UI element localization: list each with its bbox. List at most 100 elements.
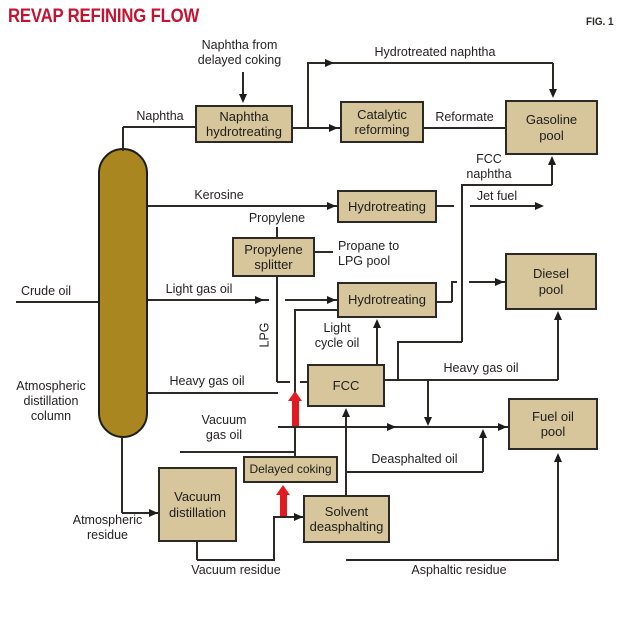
arrow-hgo-joins-bus bbox=[423, 417, 432, 426]
line-vacuum-gas-oil bbox=[180, 451, 296, 453]
unit-catalytic-reforming: Catalytic reforming bbox=[340, 101, 424, 143]
unit-hydrotreating-gas-oil: Hydrotreating bbox=[337, 282, 437, 318]
label-jet-fuel: Jet fuel bbox=[476, 189, 518, 203]
line-atmospheric-residue bbox=[121, 437, 123, 513]
line-hdt2-to-diesel bbox=[451, 281, 453, 302]
line-light-gas-oil bbox=[148, 299, 269, 301]
line-hgo-to-diesel bbox=[557, 319, 559, 380]
line-atmospheric-residue bbox=[122, 512, 158, 514]
unit-gasoline-pool: Gasoline pool bbox=[505, 100, 598, 155]
line-crude-oil bbox=[16, 301, 98, 303]
line-coker-to-hdt2 bbox=[295, 309, 337, 311]
line-naphtha bbox=[123, 126, 195, 128]
line-propane bbox=[315, 251, 333, 253]
arrow-hydrotreated-naphtha bbox=[325, 58, 334, 67]
line-asphaltic-residue bbox=[557, 461, 559, 560]
line-fcc-feed bbox=[345, 416, 347, 427]
line-vacuum-residue bbox=[197, 559, 275, 561]
label-reformate: Reformate bbox=[435, 110, 494, 124]
line-fcc-naphtha bbox=[397, 341, 399, 380]
arrow-light-gas-oil-mid bbox=[255, 295, 264, 304]
unit-fuel-oil-pool: Fuel oil pool bbox=[508, 398, 598, 450]
arrow-into-diesel-left bbox=[495, 277, 504, 286]
line-propylene bbox=[276, 227, 278, 237]
unit-diesel-pool: Diesel pool bbox=[505, 253, 597, 310]
label-light-gas-oil: Light gas oil bbox=[165, 282, 233, 296]
label-naphtha: Naphtha bbox=[136, 109, 184, 123]
line-hydrotreated-naphtha bbox=[552, 63, 554, 90]
line-reformate bbox=[424, 127, 505, 129]
line-kerosine bbox=[148, 205, 337, 207]
unit-fcc: FCC bbox=[307, 364, 385, 407]
label-naphtha-from-delayed-coking: Naphtha from delayed coking bbox=[197, 38, 282, 67]
line-fcc-naphtha bbox=[551, 164, 553, 185]
label-deasphalted-oil: Deasphalted oil bbox=[371, 452, 458, 466]
label-atmospheric-column: Atmospheric distillation column bbox=[16, 379, 86, 423]
hot-stream-arrow-fcc bbox=[288, 391, 302, 401]
arrow-into-fcc-bottom bbox=[341, 408, 350, 417]
arrow-light-cycle-oil bbox=[372, 319, 381, 328]
line-deasphalted-to-fcc bbox=[345, 426, 347, 495]
arrow-into-naphtha-hydrotreater bbox=[238, 94, 247, 103]
label-fcc-naphtha: FCC naphtha bbox=[466, 152, 512, 181]
line-hydrotreated-naphtha bbox=[307, 62, 309, 128]
arrow-bus-mid bbox=[387, 422, 396, 431]
line-heavy-gas-oil-fcc bbox=[385, 379, 558, 381]
line-coker-naphtha-feed bbox=[242, 72, 244, 96]
unit-vacuum-distillation: Vacuum distillation bbox=[158, 467, 237, 542]
line-fcc-naphtha bbox=[398, 341, 462, 343]
line-heavy-gas-oil-atm bbox=[148, 392, 278, 394]
label-hydrotreated-naphtha: Hydrotreated naphtha bbox=[374, 45, 496, 59]
line-hdt2-out bbox=[437, 301, 452, 303]
label-heavy-gas-oil-fcc: Heavy gas oil bbox=[443, 361, 519, 375]
line-hdt2-to-diesel bbox=[452, 281, 457, 283]
line-naphtha-to-reformer bbox=[293, 127, 340, 129]
line-naphtha bbox=[122, 127, 124, 151]
arrow-into-diesel-bottom bbox=[553, 311, 562, 320]
arrow-into-solvent-deasphalting bbox=[294, 512, 303, 521]
arrow-into-hydrotreater2 bbox=[327, 295, 336, 304]
line-hydrotreated-naphtha bbox=[308, 62, 553, 64]
unit-delayed-coking: Delayed coking bbox=[243, 456, 338, 483]
line-jet-fuel bbox=[437, 205, 454, 207]
line-lpg bbox=[277, 381, 290, 383]
line-fcc-naphtha bbox=[461, 184, 463, 342]
arrow-deasphalted-joins-bus bbox=[478, 429, 487, 438]
label-kerosine: Kerosine bbox=[194, 188, 244, 202]
label-vacuum-gas-oil: Vacuum gas oil bbox=[201, 413, 247, 442]
label-crude-oil: Crude oil bbox=[20, 284, 72, 298]
unit-hydrotreating-kerosine: Hydrotreating bbox=[337, 190, 437, 223]
label-atmospheric-residue: Atmospheric residue bbox=[72, 513, 143, 542]
line-lpg bbox=[300, 381, 307, 383]
label-propane-to-lpg-pool: Propane to LPG pool bbox=[338, 239, 400, 268]
line-jet-fuel bbox=[470, 205, 536, 207]
arrow-kerosine bbox=[327, 201, 336, 210]
arrow-into-gasoline-top bbox=[548, 89, 557, 98]
hot-stream-arrow-coker bbox=[279, 494, 287, 516]
line-light-gas-oil bbox=[285, 299, 337, 301]
label-propylene: Propylene bbox=[248, 211, 306, 225]
page-title: REVAP REFINING FLOW bbox=[8, 6, 200, 27]
unit-propylene-splitter: Propylene splitter bbox=[232, 237, 315, 277]
hot-stream-arrow-fcc bbox=[291, 400, 299, 426]
atmospheric-column-vessel bbox=[98, 148, 148, 438]
line-vacuum-residue bbox=[273, 516, 275, 560]
unit-solvent-deasphalting: Solvent deasphalting bbox=[303, 495, 390, 543]
arrow-into-fuel-oil-bottom bbox=[553, 453, 562, 462]
arrow-into-fuel-oil-left bbox=[498, 422, 507, 431]
arrow-into-vacuum-distillation bbox=[149, 508, 158, 517]
line-deasphalted-oil bbox=[482, 437, 484, 472]
line-vacuum-residue bbox=[274, 516, 303, 518]
line-lpg bbox=[276, 277, 278, 382]
unit-naphtha-hydrotreating: Naphtha hydrotreating bbox=[195, 105, 293, 143]
line-hgo-branch bbox=[427, 379, 429, 418]
line-hdt2-to-diesel bbox=[469, 281, 505, 283]
line-coker-to-hdt2 bbox=[294, 309, 296, 456]
label-vacuum-residue: Vacuum residue bbox=[191, 563, 281, 577]
line-fcc-naphtha bbox=[462, 184, 552, 186]
figure-label: FIG. 1 bbox=[586, 16, 614, 28]
label-light-cycle-oil: Light cycle oil bbox=[314, 321, 360, 350]
arrow-into-gasoline-bottom bbox=[547, 156, 556, 165]
line-light-cycle-oil bbox=[376, 327, 378, 364]
